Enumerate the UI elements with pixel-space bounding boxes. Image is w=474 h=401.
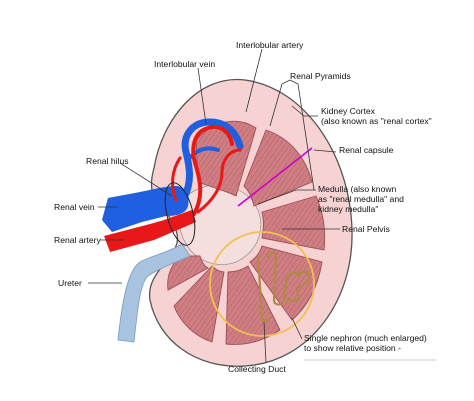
collecting-duct [256, 254, 272, 323]
nephron [256, 250, 311, 323]
label-medulla-1: Medulla (also known [318, 184, 397, 194]
pyramid [225, 265, 281, 345]
ureter [117, 243, 191, 343]
renal-capsule-pointer [237, 147, 313, 207]
pyramid [173, 265, 225, 343]
nephron-circle [209, 231, 315, 337]
interlobular-vein [180, 118, 244, 202]
label-renal-capsule: Renal capsule [339, 145, 394, 155]
label-renal-hilus: Renal hilus [86, 156, 129, 166]
pyramid [167, 255, 209, 291]
label-medulla-3: kidney medulla" [318, 204, 378, 214]
label-ureter: Ureter [58, 278, 82, 288]
interlobular-artery [171, 156, 182, 202]
interlobular-artery [196, 148, 242, 214]
pyramid [261, 195, 326, 251]
label-interlobular-vein: Interlobular vein [154, 59, 215, 69]
label-renal-artery: Renal artery [54, 235, 102, 245]
label-renal-pelvis: Renal Pelvis [342, 224, 390, 234]
glomerulus [286, 270, 311, 303]
label-kidney-cortex-2: (also known as "renal cortex" [321, 116, 432, 126]
interlobular-artery [191, 125, 234, 216]
interlobular-vein [186, 146, 220, 162]
leader-lines [88, 48, 340, 364]
label-renal-vein: Renal vein [54, 202, 95, 212]
label-medulla-2: as "renal medulla" and [318, 194, 404, 204]
renal-hilus-outline [164, 182, 196, 246]
renal-artery [104, 210, 196, 252]
label-kidney-cortex-1: Kidney Cortex [321, 106, 376, 116]
nephron-loop [266, 250, 302, 306]
label-renal-pyramids: Renal Pyramids [290, 71, 351, 81]
label-interlobular-artery: Interlobular artery [236, 40, 304, 50]
renal-vein [102, 186, 189, 232]
label-nephron-2: to show relative position - [304, 343, 401, 353]
label-nephron-1: Single nephron (much enlarged) [304, 333, 427, 343]
label-collecting-duct: Collecting Duct [228, 364, 286, 374]
